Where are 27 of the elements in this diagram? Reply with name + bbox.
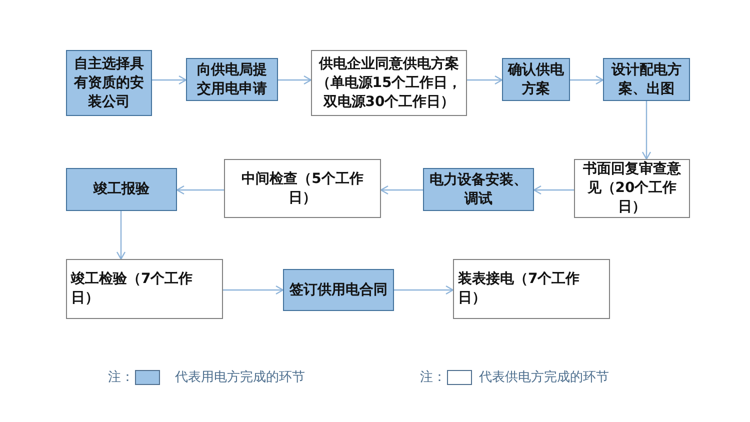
process-box: 装表接电（7个工作日）	[453, 259, 610, 319]
process-box: 供电企业同意供电方案（单电源15个工作日，双电源30个工作日）	[311, 50, 467, 116]
arrow	[642, 101, 652, 160]
process-box: 设计配电方案、出图	[603, 58, 690, 101]
legend-label: 代表供电方完成的环节	[479, 369, 609, 386]
arrow	[152, 75, 187, 85]
process-box: 竣工报验	[66, 168, 177, 211]
process-box: 中间检查（5个工作日）	[224, 159, 381, 218]
arrow	[176, 185, 224, 195]
process-box: 竣工检验（7个工作日）	[66, 259, 223, 319]
arrow	[223, 285, 284, 295]
process-box: 签订供用电合同	[283, 269, 394, 311]
process-box: 电力设备安装、调试	[423, 168, 534, 211]
arrow	[278, 75, 312, 85]
arrow	[380, 185, 423, 195]
arrow	[116, 211, 126, 260]
arrow	[467, 75, 503, 85]
process-box: 确认供电方案	[502, 58, 570, 101]
note-label: 注：	[420, 369, 446, 386]
arrow	[394, 285, 454, 295]
note-label: 注：	[108, 369, 134, 386]
legend-label: 代表用电方完成的环节	[175, 369, 305, 386]
process-box: 自主选择具有资质的安装公司	[66, 50, 152, 116]
process-box: 向供电局提交用电申请	[186, 58, 278, 101]
process-box: 书面回复审查意见（20个工作日）	[574, 159, 690, 218]
arrow	[570, 75, 604, 85]
arrow	[533, 185, 574, 195]
